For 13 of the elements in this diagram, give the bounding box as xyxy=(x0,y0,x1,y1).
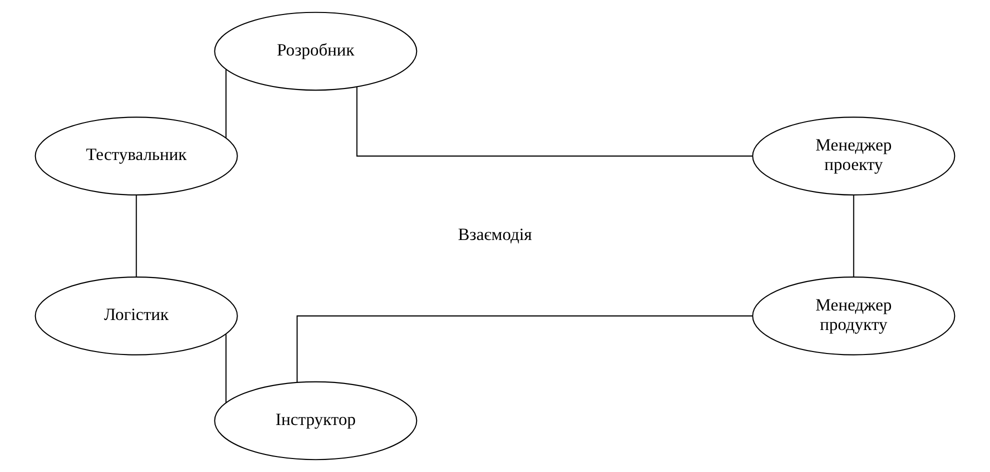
connector xyxy=(356,87,753,157)
node-ellipse: Логістик xyxy=(34,276,238,356)
node-ellipse: Тестувальник xyxy=(34,116,238,196)
node-ellipse: Розробник xyxy=(214,12,418,91)
connector xyxy=(136,195,137,277)
label: Взаємодія xyxy=(458,225,532,244)
connector xyxy=(296,315,753,382)
connector xyxy=(853,195,854,277)
node-ellipse: Менеджер проекту xyxy=(752,116,956,196)
node-ellipse: Інструктор xyxy=(214,381,418,460)
connector xyxy=(225,334,227,403)
node-ellipse: Менеджер продукту xyxy=(752,276,956,356)
connector xyxy=(225,70,227,138)
